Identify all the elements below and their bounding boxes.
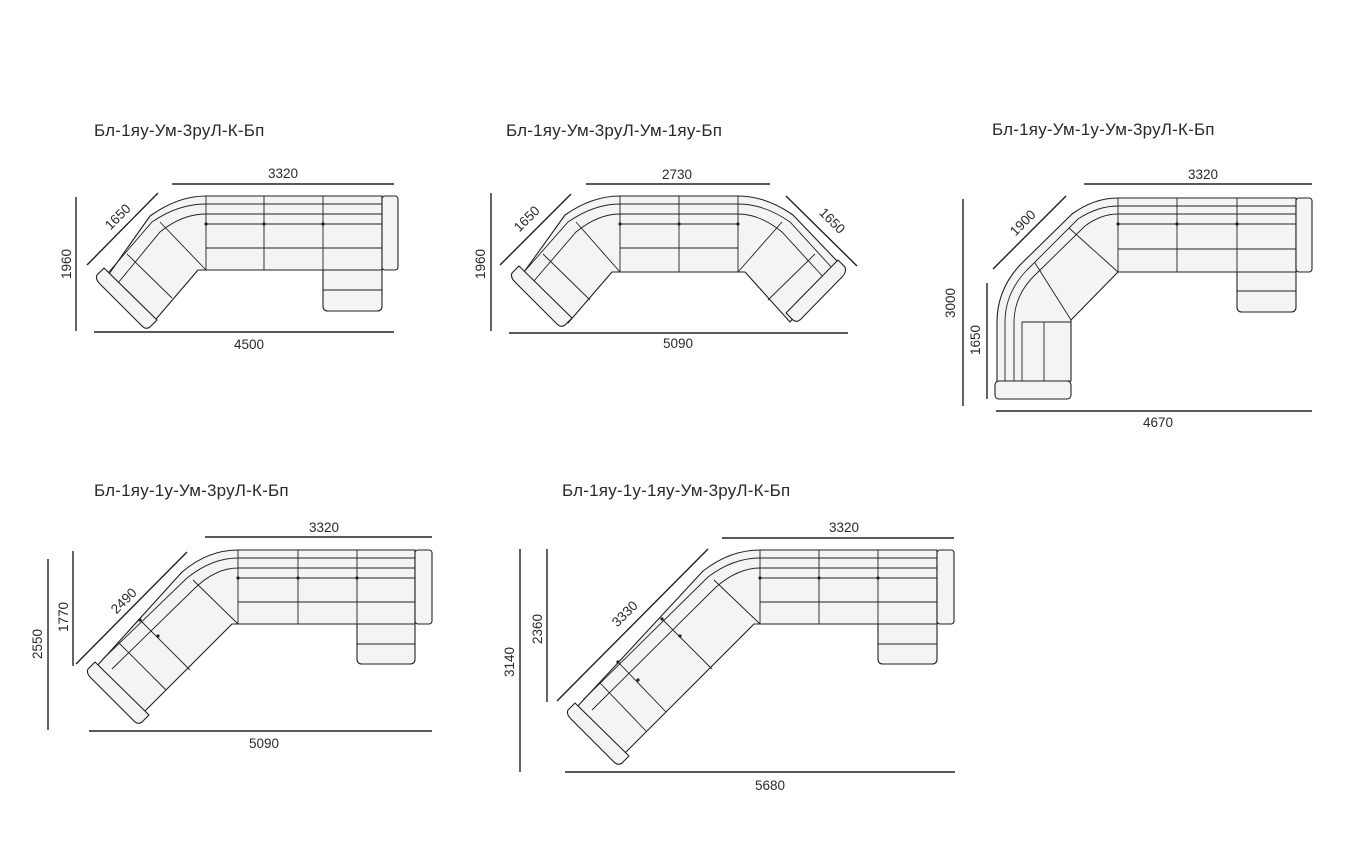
dim-left-outer: 3000 bbox=[943, 288, 958, 318]
dim-left-inner: 1770 bbox=[56, 602, 71, 632]
dim-line-diag bbox=[992, 195, 1067, 270]
sofa-3-drawing bbox=[994, 197, 1313, 400]
diagram-4-title: Бл-1яу-1у-Ум-3руЛ-К-Бп bbox=[94, 481, 289, 500]
dim-left-inner: 1650 bbox=[968, 325, 983, 355]
dim-line-diag-right bbox=[785, 195, 858, 267]
sofa-5-drawing bbox=[566, 549, 955, 765]
dim-left-outer: 2550 bbox=[30, 629, 45, 659]
diagram-5: 3320 3330 3140 2360 5680 bbox=[502, 520, 955, 793]
dim-left: 1960 bbox=[59, 249, 74, 279]
dim-diag-right: 1650 bbox=[816, 205, 848, 237]
dim-top: 3320 bbox=[1188, 167, 1218, 182]
diagram-2-title: Бл-1яу-Ум-3руЛ-Ум-1яу-Бп bbox=[506, 121, 723, 140]
dim-left: 1960 bbox=[473, 249, 488, 279]
diagram-3: 3320 1900 3000 1650 4670 bbox=[943, 167, 1313, 430]
dim-left-outer: 3140 bbox=[502, 647, 517, 677]
dim-diag: 1900 bbox=[1007, 207, 1039, 239]
dim-bottom: 4500 bbox=[234, 337, 264, 352]
diagram-5-title: Бл-1яу-1у-1яу-Ум-3руЛ-К-Бп bbox=[562, 481, 791, 500]
sofa-1-drawing bbox=[95, 195, 399, 329]
sofa-2-drawing bbox=[510, 195, 847, 327]
dim-diag: 2490 bbox=[108, 585, 140, 617]
dim-bottom: 4670 bbox=[1143, 415, 1173, 430]
dim-diag-left: 1650 bbox=[511, 203, 543, 235]
dim-bottom: 5090 bbox=[249, 736, 279, 751]
dim-bottom: 5680 bbox=[755, 778, 785, 793]
sofa-4-drawing bbox=[86, 549, 433, 724]
dim-line-diag-left bbox=[499, 193, 572, 266]
dim-top: 3320 bbox=[309, 520, 339, 535]
dim-bottom: 5090 bbox=[663, 336, 693, 351]
dim-diag: 3330 bbox=[609, 598, 641, 630]
dim-top: 3320 bbox=[829, 520, 859, 535]
diagram-3-title: Бл-1яу-Ум-1у-Ум-3руЛ-К-Бп bbox=[992, 120, 1215, 139]
dim-top: 3320 bbox=[268, 166, 298, 181]
dim-line-diag bbox=[556, 548, 709, 702]
diagram-2: 2730 1650 1650 1960 5090 bbox=[473, 167, 858, 351]
diagram-1: 3320 1650 1960 4500 bbox=[59, 166, 399, 352]
dim-line-diag bbox=[86, 192, 159, 266]
dim-diag: 1650 bbox=[102, 201, 134, 233]
dim-left-inner: 2360 bbox=[530, 614, 545, 644]
dim-top: 2730 bbox=[662, 167, 692, 182]
dim-line-diag bbox=[75, 551, 188, 665]
diagram-1-title: Бл-1яу-Ум-3руЛ-К-Бп bbox=[94, 121, 265, 140]
diagram-4: 3320 2490 2550 1770 5090 bbox=[30, 520, 433, 751]
